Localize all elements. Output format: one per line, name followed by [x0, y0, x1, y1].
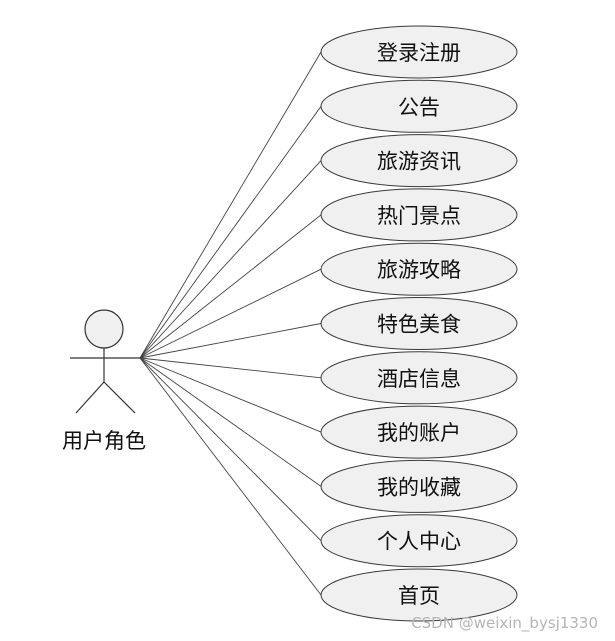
association-line	[139, 214, 322, 359]
actor-left-leg	[75, 381, 105, 414]
association-lines	[139, 51, 322, 596]
use-case-label: 旅游攻略	[377, 258, 461, 282]
association-line	[139, 357, 322, 487]
use-case: 个人中心	[320, 514, 518, 568]
association-line	[139, 357, 322, 379]
association-line	[139, 323, 322, 359]
association-line	[139, 268, 322, 359]
use-case-ellipse	[320, 134, 518, 188]
use-case: 旅游攻略	[320, 242, 518, 296]
use-case-ellipse	[320, 79, 518, 133]
actor-label: 用户角色	[62, 429, 146, 453]
actor-user-role: 用户角色	[62, 309, 146, 453]
use-case-label: 登录注册	[377, 41, 461, 65]
association-line	[139, 357, 322, 596]
use-case-label: 首页	[398, 584, 440, 608]
use-case-ellipse	[320, 459, 518, 513]
use-case-label: 热门景点	[377, 204, 461, 228]
use-case: 登录注册	[320, 25, 518, 79]
association-line	[139, 106, 322, 359]
actor-head	[84, 309, 124, 349]
use-case-label: 旅游资讯	[377, 150, 461, 174]
use-case: 我的账户	[320, 405, 518, 459]
use-case-ellipse	[320, 297, 518, 350]
association-line	[139, 51, 322, 359]
use-case: 公告	[320, 79, 518, 133]
use-case-ellipse	[320, 25, 518, 79]
use-case-label: 我的收藏	[377, 475, 461, 499]
use-case-label: 特色美食	[377, 313, 461, 337]
use-case-ellipse	[320, 405, 518, 459]
association-line	[139, 357, 322, 433]
actor-right-leg	[103, 381, 136, 414]
watermark-text: CSDN @weixin_bysj1330	[411, 614, 598, 633]
association-line	[139, 357, 322, 542]
use-case-label: 个人中心	[377, 530, 461, 554]
use-case-label: 公告	[398, 95, 440, 119]
use-case: 热门景点	[320, 188, 518, 242]
use-case: 旅游资讯	[320, 134, 518, 188]
use-case-ellipse	[320, 568, 518, 622]
use-case-ellipse	[320, 188, 518, 242]
use-case-ellipse	[320, 514, 518, 568]
use-case: 特色美食	[320, 297, 518, 350]
association-line	[139, 160, 322, 359]
use-case-ellipse	[320, 242, 518, 296]
use-case: 首页	[320, 568, 518, 622]
use-case-label: 我的账户	[377, 421, 461, 445]
use-case: 酒店信息	[320, 351, 518, 405]
use-case-label: 酒店信息	[377, 367, 461, 391]
use-case: 我的收藏	[320, 459, 518, 513]
use-case-ellipse	[320, 351, 518, 405]
